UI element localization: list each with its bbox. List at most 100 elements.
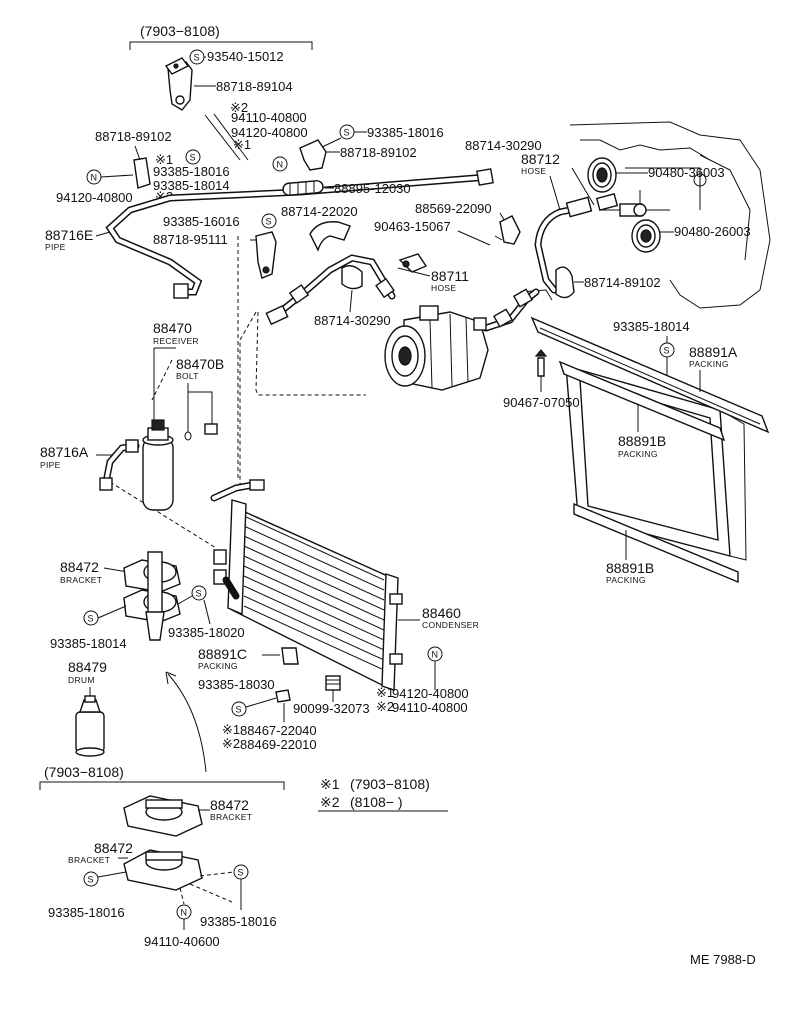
n-symbol-left: N (86, 169, 102, 185)
label-88718-95111: 88718-95111 (153, 232, 228, 247)
svg-text:S: S (664, 346, 670, 356)
label-condenser: CONDENSER (422, 620, 479, 630)
pipe-88716E (105, 168, 494, 299)
label-88895-12030: 88895-12030 (334, 181, 411, 196)
hose-88712 (519, 196, 593, 301)
label-88716A: 88716A (40, 444, 89, 460)
label-93385-18014-left: 93385-18014 (153, 178, 230, 193)
diagram-code: ME 7988-D (690, 952, 756, 967)
label-90480-36003: 90480-36003 (648, 165, 725, 180)
s-symbol-left: S (185, 149, 201, 165)
bottom-range-bracket: (7903−8108) (39, 764, 285, 790)
svg-text:N: N (432, 650, 439, 660)
bracket-part-88718-89104 (164, 57, 193, 111)
label-94120-40800-left: 94120-40800 (56, 190, 133, 205)
condenser-88460 (210, 479, 403, 691)
label-93385-16016: 93385-16016 (163, 214, 240, 229)
mark-1b: ※1 (155, 152, 173, 167)
mark-2c: ※2 (376, 699, 394, 714)
label-90463-15067: 90463-15067 (374, 219, 451, 234)
label-pipe-A: PIPE (40, 460, 61, 470)
label-88718-89104: 88718-89104 (216, 79, 293, 94)
n-symbol-bottom: N (176, 904, 192, 920)
label-94120-40800-bottom: 94120-40800 (392, 686, 469, 701)
label-88479: 88479 (68, 659, 107, 675)
label-93385-18020: 93385-18020 (168, 625, 245, 640)
svg-text:S: S (344, 128, 350, 138)
header-range-bracket: (7903−8108) (129, 23, 313, 50)
legend-value-1: (7903−8108) (350, 776, 430, 792)
label-88718-89102-left: 88718-89102 (95, 129, 172, 144)
svg-text:S: S (190, 153, 196, 163)
label-88470: 88470 (153, 320, 192, 336)
label-88467-22040: 88467-22040 (240, 723, 317, 738)
label-88569-22090: 88569-22090 (415, 201, 492, 216)
label-drum: DRUM (68, 675, 95, 685)
label-pipe-E: PIPE (45, 242, 66, 252)
label-88714-89102: 88714-89102 (584, 275, 661, 290)
label-93385-18016-b1: 93385-18016 (48, 905, 125, 920)
label-88711: 88711 (431, 268, 469, 284)
label-88712: 88712 (521, 151, 560, 167)
label-93385-18030: 93385-18030 (198, 677, 275, 692)
label-88714-30290-mid: 88714-30290 (314, 313, 391, 328)
label-hose-88712: HOSE (521, 166, 546, 176)
s-symbol-93540: S (189, 49, 205, 65)
label-93385-18016-left: 93385-18016 (153, 164, 230, 179)
label-93385-18014-right: 93385-18014 (613, 319, 690, 334)
s-symbol-bottom-right: S (233, 864, 249, 880)
label-hose-88711: HOSE (431, 283, 456, 293)
svg-text:N: N (181, 908, 188, 918)
svg-text:S: S (266, 217, 272, 227)
s-symbol-bottom-left: S (83, 871, 99, 887)
label-bolt: BOLT (176, 371, 199, 381)
label-88891A: 88891A (689, 344, 738, 360)
s-symbol-right: S (659, 342, 675, 358)
label-88891B-1: 88891B (618, 433, 666, 449)
svg-text:S: S (88, 875, 94, 885)
label-88714-30290-top: 88714-30290 (465, 138, 542, 153)
label-90467-07050: 90467-07050 (503, 395, 580, 410)
mark-1c: ※1 (376, 685, 394, 700)
label-93385-18014-bottom: 93385-18014 (50, 636, 127, 651)
s-symbol-bracket-left: S (83, 610, 99, 626)
label-packing-B1: PACKING (618, 449, 658, 459)
label-88470B: 88470B (176, 356, 224, 372)
label-bracket-2: BRACKET (210, 812, 252, 822)
s-symbol-93385-18016-top: S (339, 124, 355, 140)
svg-text:S: S (236, 705, 242, 715)
part-90099-32073 (325, 675, 341, 691)
label-88891B-2: 88891B (606, 560, 654, 576)
label-93385-18016-b2: 93385-18016 (200, 914, 277, 929)
packing-88891B-bottom (573, 502, 739, 584)
hose-88711 (265, 254, 396, 326)
svg-text:S: S (196, 589, 202, 599)
engine-outline (569, 121, 771, 309)
svg-text:N: N (277, 160, 284, 170)
label-94120-40800: 94120-40800 (231, 125, 308, 140)
drum-88479 (75, 695, 105, 757)
radiator-frame (565, 365, 747, 561)
label-88472-3: 88472 (94, 840, 133, 856)
label-88891C: 88891C (198, 646, 247, 662)
pipe-88716A (99, 439, 140, 491)
svg-text:N: N (91, 173, 98, 183)
legend: ※1 (7903−8108) ※2 (8108− ) (318, 776, 448, 812)
legend-value-2: (8108− ) (350, 794, 403, 810)
label-90099-32073: 90099-32073 (293, 701, 370, 716)
s-symbol-bracket-right: S (191, 585, 207, 601)
mark-1a: ※1 (233, 137, 251, 152)
label-88716E: 88716E (45, 227, 93, 243)
label-88718-89102-right: 88718-89102 (340, 145, 417, 160)
header-range: (7903−8108) (140, 23, 220, 39)
label-88460: 88460 (422, 605, 461, 621)
s-symbol-93385-16016: S (261, 213, 277, 229)
n-symbol-top: N (272, 156, 288, 172)
label-packing-A: PACKING (689, 359, 729, 369)
packing-88891A (530, 316, 770, 434)
label-range-bottom: (7903−8108) (44, 764, 124, 780)
grommet-90480-26003 (631, 219, 661, 253)
legend-key-1: ※1 (320, 776, 340, 792)
